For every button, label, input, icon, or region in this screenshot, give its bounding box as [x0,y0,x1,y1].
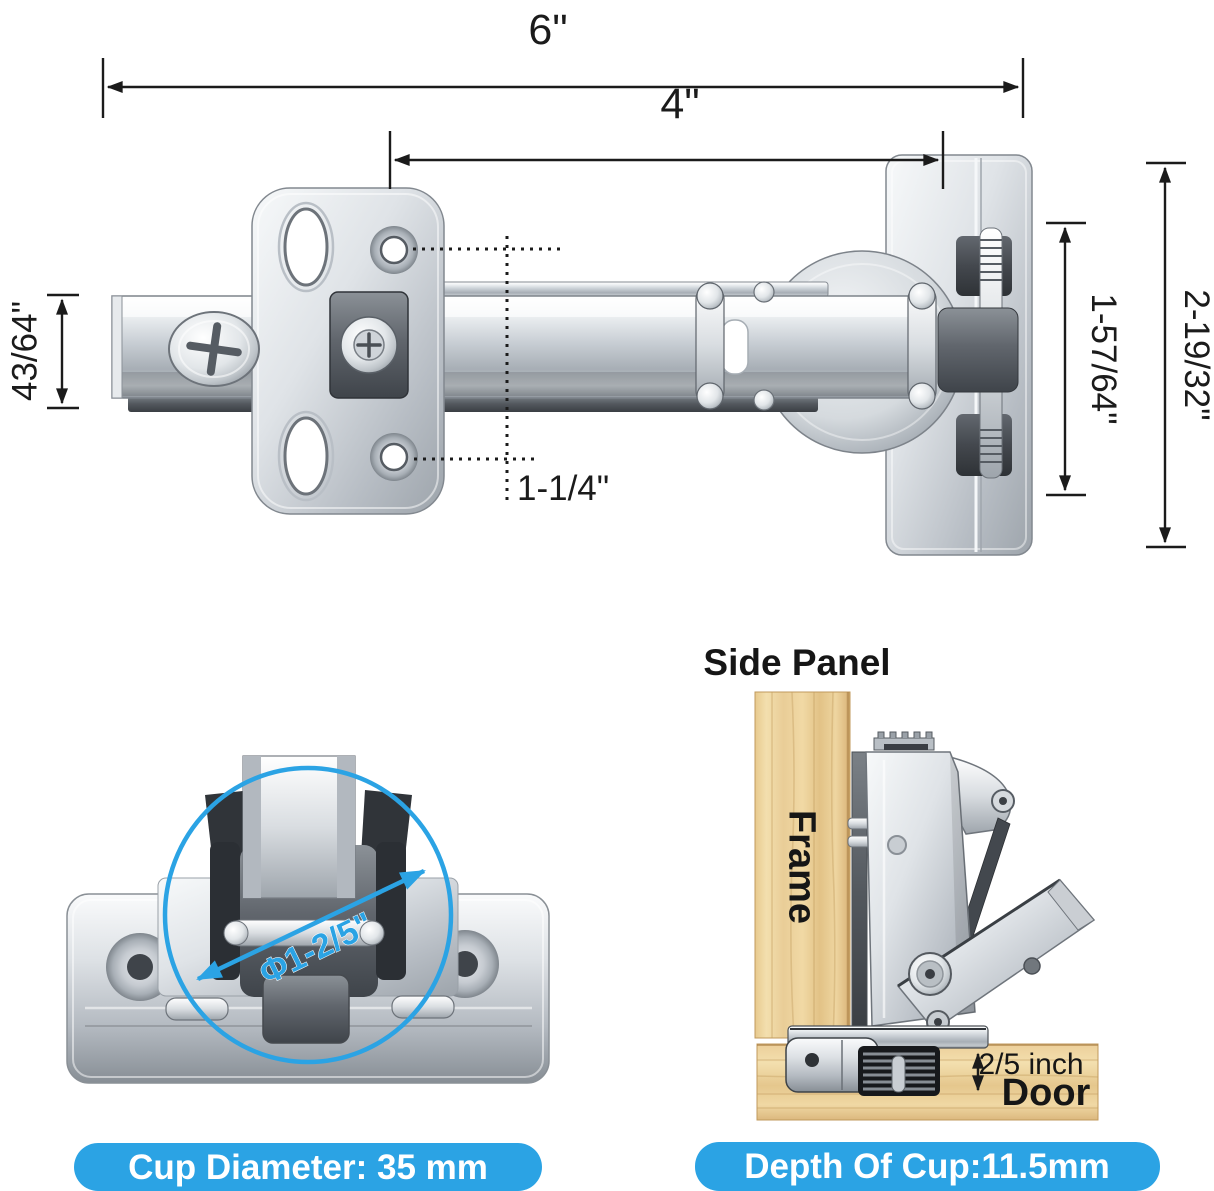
side-panel-figure: Side Panel [703,642,1099,1121]
screw-slot-top [283,207,329,287]
screw-hole-bottom [379,442,409,472]
arm-shadow [114,372,932,396]
frame-label: Frame [781,810,823,924]
arm-window-cutout [721,319,749,375]
screw-hole-top [379,235,409,265]
lower-pivot-center [934,1018,942,1026]
rod-ribs [980,239,1002,463]
depth-caption-text: Depth Of Cup:11.5mm [744,1147,1110,1186]
screw-slot-bottom [283,416,329,496]
dim-holes-span-label: 1-57/64" [1084,293,1123,424]
axle-cap [223,920,249,946]
cup-arm-shade-left [243,756,261,898]
slot-ring [277,201,335,293]
cup-caption-background [74,1143,542,1191]
top-dimension-diagram: 6" 4" 43/64" 1-1/4" 1-57/64" 2-19/32" [5,6,1214,549]
arm-end-cap [111,295,123,399]
cup-boss [937,307,1019,393]
plate-hole-left [127,954,153,980]
dim-plate-to-cup-label: 1-1/4" [517,469,609,508]
dim-total-width-label: 6" [528,6,567,54]
door-thickness-label: 2/5 inch [978,1048,1083,1081]
depth-caption-pill: Depth Of Cup:11.5mm [695,1142,1160,1191]
base-block-hole [805,1053,819,1067]
door-arm-hole [1023,957,1041,975]
side-panel-title: Side Panel [703,642,890,683]
cup-wall-right [376,842,406,980]
link-cap [753,281,775,303]
arm-rivet [887,835,907,855]
hinge-side-view [785,731,1096,1096]
link-cap [908,282,936,310]
arm-highlight [114,299,932,317]
arm-teeth [877,731,933,738]
diameter-circle [162,765,454,1065]
diameter-arrow [196,868,426,982]
side-pin-right [391,995,455,1019]
depth-caption-background [695,1142,1160,1191]
dim-plate-height-label: 2-19/32" [1177,289,1214,420]
cup-caption-pill: Cup Diameter: 35 mm [74,1143,542,1191]
arm-cap-slot [884,744,928,750]
link-cap [696,282,724,310]
cup-diameter-figure: Φ1-2/5" [66,755,550,1084]
link-cap [908,382,936,410]
frame-plank [754,691,851,1039]
phillips-cross-icon [186,322,242,376]
wing-pivot-center [999,797,1007,805]
link-cap [696,382,724,410]
dim-arm-length-label: 4" [660,80,699,128]
link-cap [753,389,775,411]
door-arm-tip [1047,879,1095,931]
main-pivot-center [925,969,935,979]
door-label: Door [1002,1072,1091,1114]
cup-arm-shade-right [337,756,355,898]
frame-side-strip [851,751,868,1035]
cup-center-pin [891,1055,906,1093]
slot-ring [277,410,335,502]
frame-grain [771,691,836,1039]
adjust-screw-ring [178,320,250,378]
cup-caption-text: Cup Diameter: 35 mm [128,1148,488,1187]
cam-screw-cross [356,332,382,358]
dim-rail-height-label: 43/64" [5,301,44,401]
hinge-front-illustration [111,154,1033,556]
